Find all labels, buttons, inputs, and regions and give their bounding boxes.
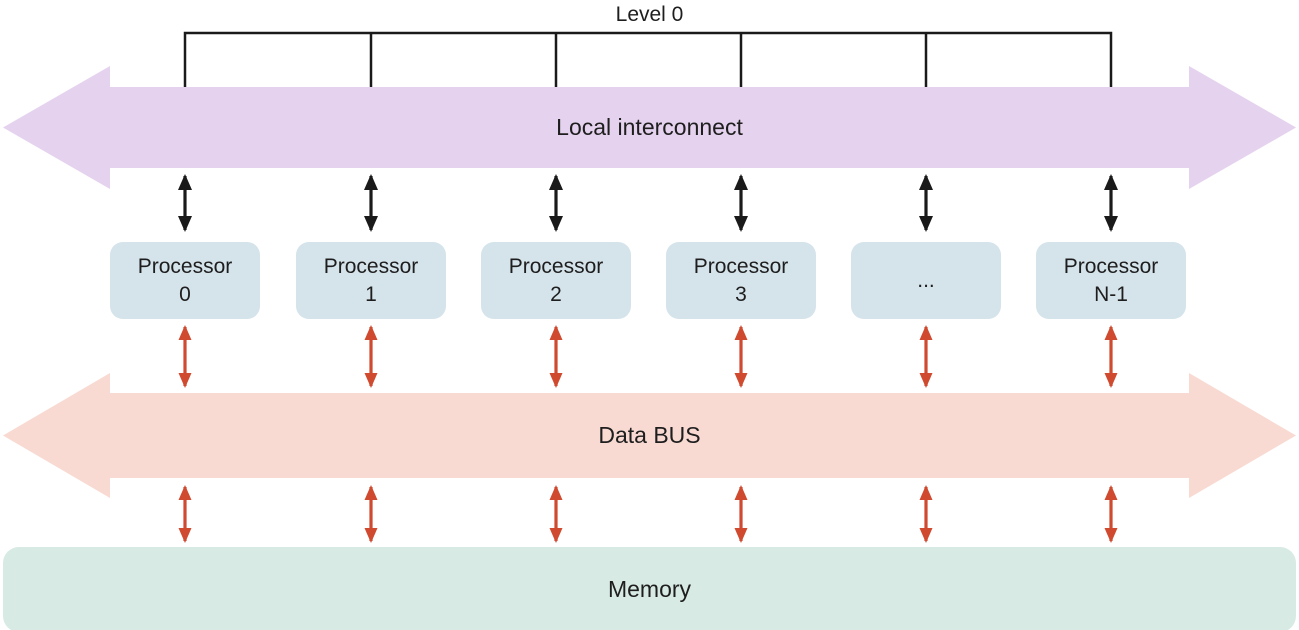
processor-box-2: Processor 2 bbox=[481, 242, 631, 319]
data-bus-label: Data BUS bbox=[598, 422, 701, 448]
processor-label: Processor bbox=[137, 254, 233, 278]
processor-index: 2 bbox=[550, 282, 562, 306]
processor-label: Processor bbox=[508, 254, 604, 278]
memory-box: Memory bbox=[3, 547, 1296, 630]
processor-box-1: Processor 1 bbox=[296, 242, 446, 319]
processor-label: ... bbox=[917, 268, 935, 292]
processor-index: 1 bbox=[365, 282, 377, 306]
data-bus-arrow bbox=[3, 373, 1296, 498]
memory-label: Memory bbox=[607, 576, 692, 602]
processor-box-0: Processor 0 bbox=[110, 242, 260, 319]
processor-index: 3 bbox=[735, 282, 747, 306]
processor-index: 0 bbox=[179, 282, 191, 306]
processor-index: N-1 bbox=[1094, 282, 1128, 306]
processor-label: Processor bbox=[693, 254, 789, 278]
processor-label: Processor bbox=[323, 254, 419, 278]
level0-bracket bbox=[183, 31, 1113, 88]
processor-box-3: Processor 3 bbox=[666, 242, 816, 319]
level-label: Level 0 bbox=[615, 3, 684, 26]
processor-box-ellipsis: ... bbox=[851, 242, 1001, 319]
processor-box-n-1: Processor N-1 bbox=[1036, 242, 1186, 319]
processor-label: Processor bbox=[1063, 254, 1159, 278]
local-interconnect-label: Local interconnect bbox=[556, 114, 743, 140]
local-interconnect-arrow bbox=[3, 66, 1296, 189]
